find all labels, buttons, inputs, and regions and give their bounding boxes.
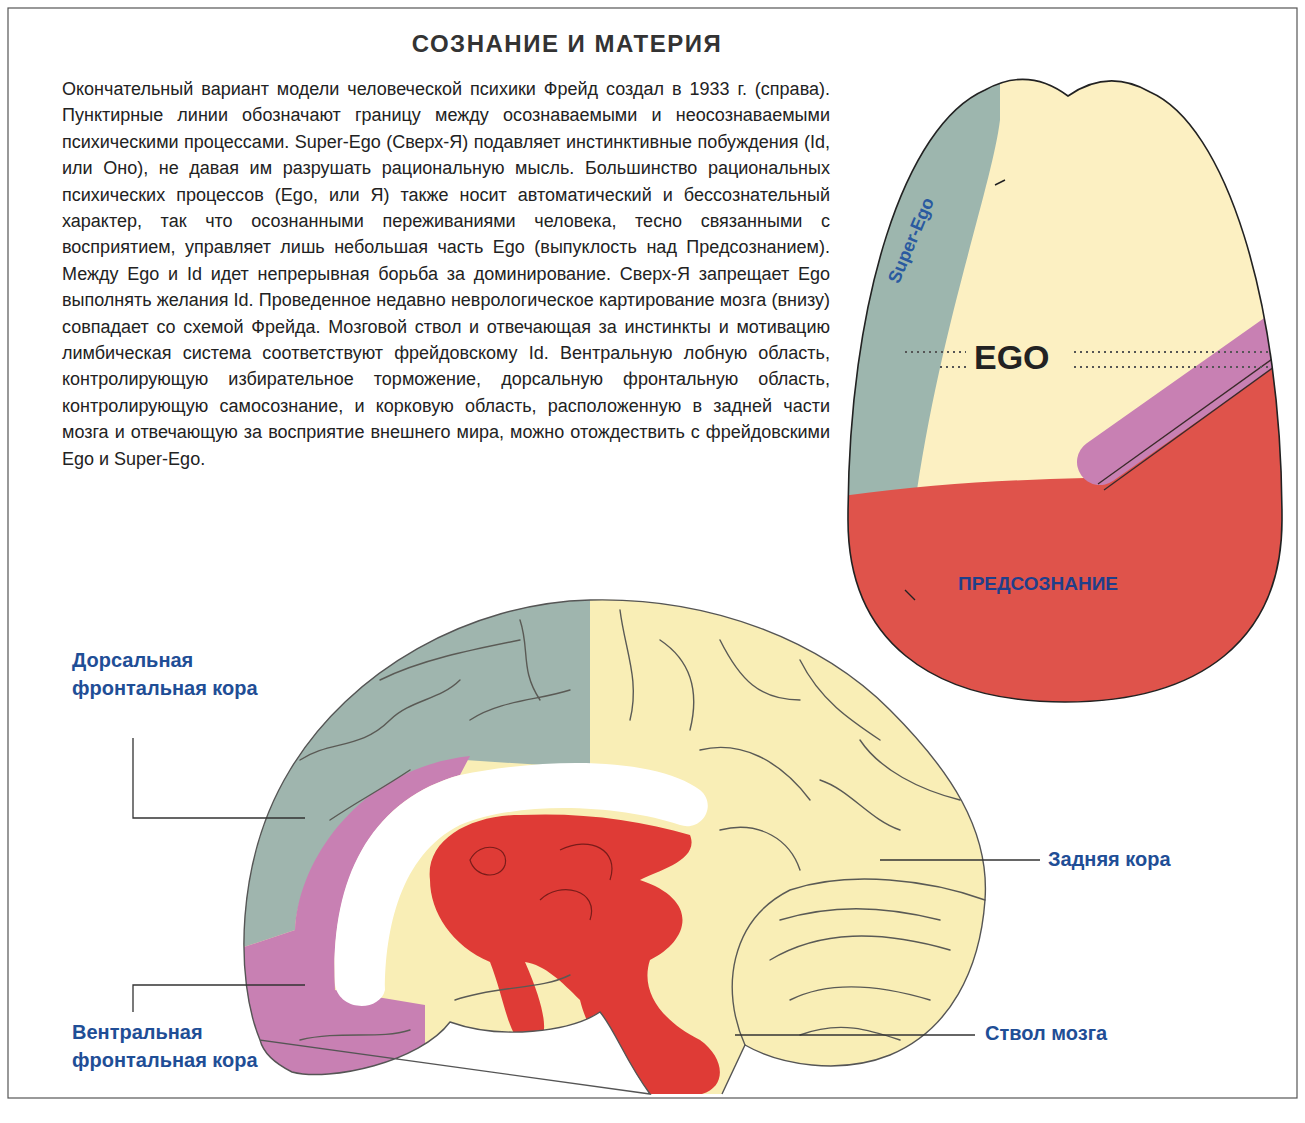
leader-line — [735, 1034, 975, 1035]
brain-section — [220, 590, 985, 1100]
limbic-detail — [470, 844, 612, 920]
egg-label: Super-Ego — [885, 194, 940, 286]
part-label: Ствол мозга — [985, 1022, 1107, 1045]
boundary-line — [1098, 352, 1282, 484]
egg-outline — [848, 79, 1282, 702]
egg-label: EGO — [972, 338, 1052, 377]
boundary-line — [1104, 359, 1285, 490]
leader-line — [880, 859, 1040, 860]
preconscious-region — [835, 335, 1300, 720]
part-label: Дорсальная фронтальная кора — [72, 646, 272, 702]
part-label: Вентральная фронтальная кора — [72, 1018, 272, 1074]
limbic-brainstem — [430, 814, 720, 1096]
leader-lines — [133, 738, 1040, 1035]
leader-line — [133, 985, 305, 1012]
egg-label: ПРЕДСОЗНАНИЕ — [958, 573, 1118, 595]
ego-bulge — [1100, 335, 1280, 462]
part-label: Задняя кора — [1048, 848, 1171, 871]
gyri — [300, 610, 985, 1045]
brain-outline — [244, 600, 986, 1094]
leader-line — [133, 738, 305, 818]
dotted-boundary — [905, 352, 1272, 367]
body-text: Окончательный вариант модели человеческо… — [62, 76, 830, 472]
freud-egg — [830, 60, 1300, 720]
page-title: СОЗНАНИЕ И МАТЕРИЯ — [300, 30, 834, 58]
